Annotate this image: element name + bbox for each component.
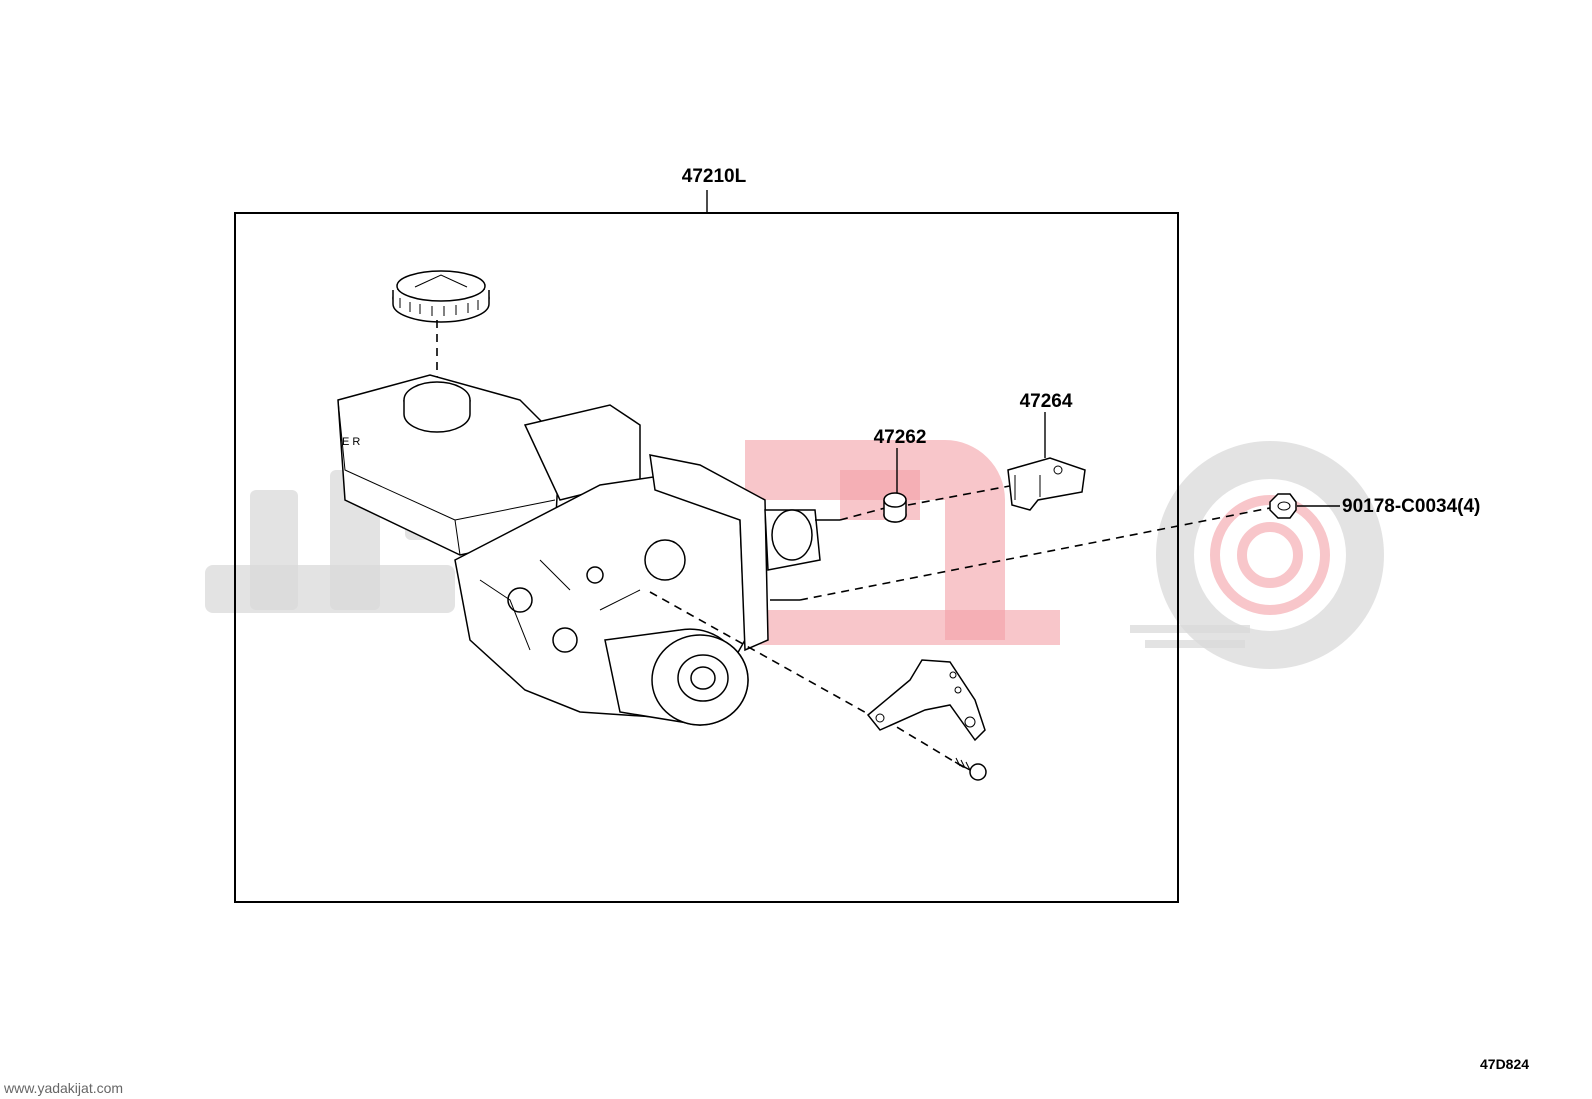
dashline-bolt [884,719,966,769]
assembly-label: 47210L [682,166,747,187]
svg-text:E R: E R [342,436,360,448]
lower-bracket-drawing [866,659,986,742]
part-label-47262: 47262 [874,427,927,448]
dashline-47262 [839,507,886,521]
part-label-90178: 90178-C0034(4) [1342,496,1480,517]
grommet-47262-drawing [883,492,907,523]
watermark-url: www.yadakijat.com [4,1080,124,1096]
dashline-bracket [649,591,871,716]
part-label-47264: 47264 [1020,391,1073,412]
dashline-47264 [907,484,1016,506]
bolt-drawing [954,757,987,781]
bracket-47264-drawing [1007,457,1086,511]
reservoir-cap-drawing [392,270,490,323]
nut-90178-drawing [1269,493,1297,519]
brake-booster-assembly-drawing: E R [337,374,840,726]
diagram-reference-code: 47D824 [1480,1056,1530,1072]
dashline-90178 [799,506,1276,601]
